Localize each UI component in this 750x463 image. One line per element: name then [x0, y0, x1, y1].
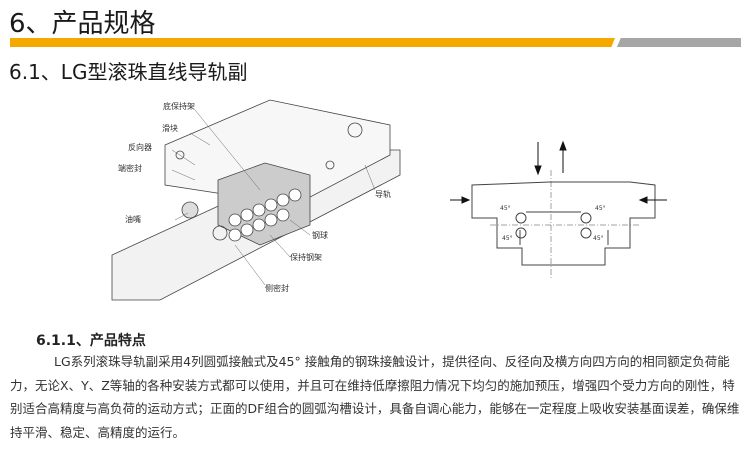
label-retainer: 保持钢架	[290, 252, 322, 262]
label-steel-ball: 钢球	[312, 230, 328, 240]
label-end-seal: 端密封	[118, 163, 142, 173]
section-heading: 6.1.1、产品特点	[36, 333, 146, 349]
angle-label: 45°	[593, 235, 604, 242]
angle-label: 45°	[500, 205, 511, 212]
grease-nipple	[181, 201, 199, 219]
label-bottom-retainer: 底保持架	[163, 101, 195, 111]
section-subtitle: 6.1、LG型滚珠直线导轨副	[9, 60, 248, 84]
linear-guide-diagram: 底保持架 滑块 反向器 端密封 油嘴 导轨 钢球 保持钢架 侧密封	[111, 99, 401, 301]
steel-balls	[228, 188, 302, 242]
label-rail: 导轨	[375, 189, 391, 199]
label-block: 滑块	[162, 123, 178, 133]
section-body: LG系列滚珠导轨副采用4列圆弧接触式及45° 接触角的钢珠接触设计，提供径向、反…	[10, 350, 740, 444]
angle-label: 45°	[502, 235, 513, 242]
label-end-cap: 反向器	[128, 142, 152, 152]
load-arrows	[450, 140, 667, 204]
title-underline-gray	[617, 38, 741, 47]
cutaway	[217, 162, 311, 246]
page-title: 6、产品规格	[9, 9, 156, 39]
label-grease-nipple: 油嘴	[125, 214, 141, 224]
label-side-seal: 侧密封	[265, 283, 289, 293]
steel-balls-section	[515, 212, 592, 239]
angle-label: 45°	[595, 205, 606, 212]
block-outline	[471, 181, 656, 266]
title-underline-accent	[10, 38, 615, 47]
body-paragraph: LG系列滚珠导轨副采用4列圆弧接触式及45° 接触角的钢珠接触设计，提供径向、反…	[10, 354, 740, 440]
cross-section-diagram: 45° 45° 45° 45°	[450, 140, 667, 280]
